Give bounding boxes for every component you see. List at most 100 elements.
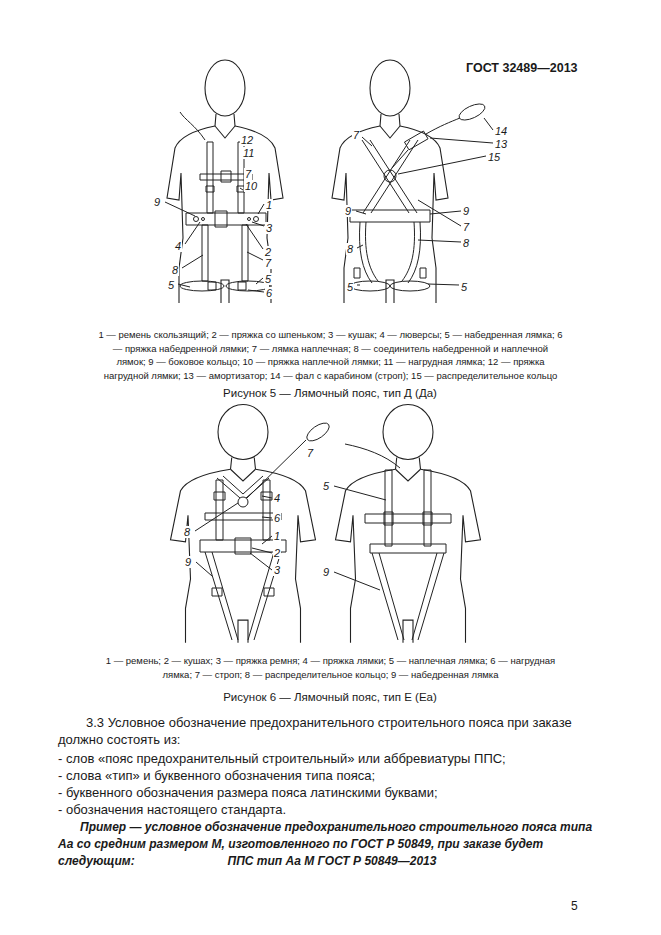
figure-line <box>195 496 272 576</box>
callout-number: 7 <box>462 221 470 233</box>
callout-number: 1 <box>273 530 281 542</box>
figure-line <box>336 405 481 643</box>
callout-number: 5 <box>322 480 330 492</box>
figure-line <box>194 217 199 222</box>
paragraph: 3.3 Условное обозначение предохранительн… <box>58 714 606 748</box>
harness-figure <box>165 60 283 303</box>
callout-number: 4 <box>174 240 182 252</box>
figure-line <box>263 480 270 540</box>
figure-line <box>208 282 216 290</box>
figure-line <box>363 140 418 213</box>
callout-number: 7 <box>352 129 360 141</box>
callout-number: 8 <box>346 243 354 255</box>
callout-number: 4 <box>273 492 281 504</box>
callout-number: 5 <box>346 281 354 293</box>
callout-number: 8 <box>183 526 191 538</box>
figure-line <box>242 225 248 281</box>
figure-line <box>334 486 386 590</box>
figure-line <box>356 118 493 285</box>
figure-line <box>202 218 205 221</box>
figure-line <box>202 225 208 281</box>
callout-number: 9 <box>322 566 330 578</box>
figure-line <box>426 118 460 134</box>
figure-line <box>186 213 266 225</box>
figure-line <box>350 281 390 291</box>
callout-number: 10 <box>244 180 258 192</box>
callout-number: 6 <box>273 512 281 524</box>
list-item: - слов «пояс предохранительный строитель… <box>58 750 606 767</box>
figure-line <box>238 282 246 290</box>
list-item: - буквенного обозначения размера пояса л… <box>58 784 606 801</box>
example-designation: ППС тип Аа М ГОСТ Р 50849—2013 <box>58 853 606 870</box>
figure-line <box>390 281 430 291</box>
figure-line <box>247 440 306 498</box>
figure-line <box>238 497 248 507</box>
list-item: - слова «тип» и буквенного обозначения т… <box>58 767 606 784</box>
figure-line <box>264 588 274 596</box>
callout-number: 3 <box>265 222 273 234</box>
figure-line <box>423 512 432 525</box>
figure-line <box>362 140 417 213</box>
figure-line <box>365 514 451 523</box>
figure-line <box>235 538 251 554</box>
figure-line <box>384 170 396 182</box>
figure-line <box>214 492 225 500</box>
callout-number: 3 <box>273 564 281 576</box>
figure-line <box>424 470 431 546</box>
figure-line <box>171 405 316 643</box>
callout-number: 11 <box>242 147 255 159</box>
list-item: - обозначения настоящего стандарта. <box>58 801 606 818</box>
figure-line <box>384 512 393 525</box>
figure-line <box>221 171 231 182</box>
figure-line <box>215 211 227 227</box>
figure-line <box>212 588 222 596</box>
harness-figure <box>171 405 333 643</box>
figure-line <box>372 553 444 640</box>
figure-legend: 1 — ремень скользящий; 2 — пряжка со шпе… <box>98 328 563 382</box>
figure-line <box>404 131 428 150</box>
callout-number: 9 <box>184 556 192 568</box>
callout-number: 7 <box>244 168 252 180</box>
figure-line <box>254 217 259 222</box>
callout-number: 7 <box>306 447 314 459</box>
figure-caption: Рисунок 6 — Лямочный пояс, тип Е (Еа) <box>80 690 580 704</box>
callout-number: 14 <box>494 125 508 137</box>
figure-line <box>248 218 251 221</box>
figure-line <box>370 544 446 553</box>
callout-number: 7 <box>264 257 272 269</box>
figure-line <box>354 268 360 278</box>
figure-line <box>385 470 392 546</box>
callout-number: 9 <box>344 205 352 217</box>
figure-line <box>304 420 332 445</box>
figure-line <box>366 222 415 281</box>
callout-number: 5 <box>167 279 175 291</box>
callout-number: 5 <box>460 281 468 293</box>
figure-line <box>165 188 264 292</box>
figure-legend: 1 — ремень; 2 — кушах; 3 — пряжка ремня;… <box>98 654 563 681</box>
callout-number: 9 <box>153 196 161 208</box>
callout-number: 13 <box>494 138 508 150</box>
figure-line <box>360 222 421 283</box>
callout-number: 5 <box>264 273 272 285</box>
callout-number: 2 <box>273 547 281 559</box>
callout-number: 8 <box>171 264 179 276</box>
callout-number: 1 <box>265 199 273 211</box>
callout-number: 12 <box>240 134 254 146</box>
figure-caption: Рисунок 5 — Лямочный пояс, тип Д (Да) <box>80 386 580 400</box>
harness-figure <box>334 405 481 643</box>
figure-line <box>207 142 213 213</box>
page-header: ГОСТ 32489—2013 <box>466 61 578 76</box>
harness-figure <box>332 60 493 303</box>
figure-line <box>345 444 400 468</box>
figure-line <box>205 552 281 640</box>
callout-number: 6 <box>265 287 273 299</box>
figure-line <box>206 186 214 192</box>
figure-line <box>420 268 426 278</box>
figure-line <box>180 112 205 140</box>
callout-number: 8 <box>462 237 470 249</box>
figure-line <box>457 101 487 124</box>
figure-line <box>350 210 430 222</box>
figure-line <box>332 60 448 303</box>
callout-number: 9 <box>462 205 470 217</box>
callout-number: 15 <box>487 151 501 163</box>
